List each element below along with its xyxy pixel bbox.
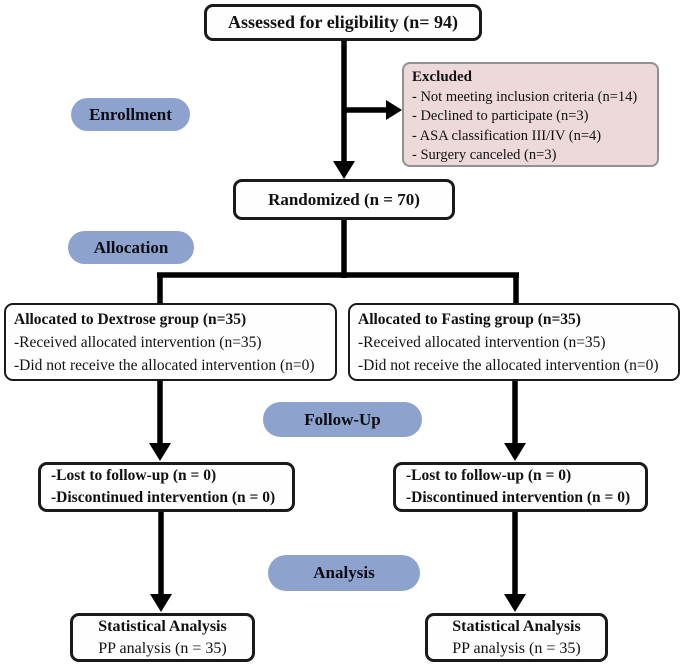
arrowhead-down-icon xyxy=(150,594,172,612)
analysis-left-subtitle: PP analysis (n = 35) xyxy=(98,639,227,657)
allocation-fasting-box: Allocated to Fasting group (n=35) -Recei… xyxy=(348,303,680,381)
excluded-item: - Declined to participate (n=3) xyxy=(412,108,589,125)
analysis-right-subtitle: PP analysis (n = 35) xyxy=(452,639,581,657)
stage-pill-enrollment: Enrollment xyxy=(71,98,190,131)
followup-left-box: -Lost to follow-up (n = 0) -Discontinued… xyxy=(38,462,295,512)
followup-right-box: -Lost to follow-up (n = 0) -Discontinued… xyxy=(393,462,648,512)
stage-pill-allocation: Allocation xyxy=(68,231,194,264)
randomized-label: Randomized (n = 70) xyxy=(268,189,420,209)
followup-item: -Lost to follow-up (n = 0) xyxy=(51,466,217,484)
allocation-dextrose-box: Allocated to Dextrose group (n=35) -Rece… xyxy=(4,303,337,381)
arrowhead-down-icon xyxy=(149,443,171,461)
randomized-box: Randomized (n = 70) xyxy=(233,179,455,220)
followup-item: -Discontinued intervention (n = 0) xyxy=(51,489,276,506)
arrowhead-down-icon xyxy=(504,594,526,612)
allocation-dextrose-title: Allocated to Dextrose group (n=35) xyxy=(14,311,247,328)
followup-label: Follow-Up xyxy=(304,409,381,429)
arrowhead-down-icon xyxy=(333,161,355,179)
enrollment-label: Enrollment xyxy=(89,104,172,124)
allocation-fasting-title: Allocated to Fasting group (n=35) xyxy=(358,311,581,328)
followup-item: -Lost to follow-up (n = 0) xyxy=(406,466,572,484)
excluded-title: Excluded xyxy=(412,69,473,85)
excluded-item: - ASA classification III/IV (n=4) xyxy=(412,127,602,144)
allocation-item: -Received allocated intervention (n=35) xyxy=(358,333,606,351)
analysis-label: Analysis xyxy=(313,563,375,582)
allocation-label: Allocation xyxy=(93,237,169,257)
assessed-eligibility-box: Assessed for eligibility (n= 94) xyxy=(204,4,482,41)
stage-pill-analysis: Analysis xyxy=(268,555,420,591)
allocation-item: -Did not receive the allocated intervent… xyxy=(358,356,659,374)
analysis-right-box: Statistical Analysis PP analysis (n = 35… xyxy=(425,613,608,662)
analysis-left-box: Statistical Analysis PP analysis (n = 35… xyxy=(70,613,255,662)
arrowhead-down-icon xyxy=(504,443,526,461)
excluded-item: - Surgery canceled (n=3) xyxy=(412,146,557,163)
assessed-eligibility-label: Assessed for eligibility (n= 94) xyxy=(228,12,458,32)
excluded-item: - Not meeting inclusion criteria (n=14) xyxy=(412,88,638,105)
allocation-item: -Did not receive the allocated intervent… xyxy=(14,356,315,374)
stage-pill-followup: Follow-Up xyxy=(263,402,422,437)
analysis-right-title: Statistical Analysis xyxy=(452,617,581,635)
excluded-box: Excluded - Not meeting inclusion criteri… xyxy=(402,62,659,167)
allocation-item: -Received allocated intervention (n=35) xyxy=(14,333,262,351)
followup-item: -Discontinued intervention (n = 0) xyxy=(406,489,631,506)
analysis-left-title: Statistical Analysis xyxy=(98,617,227,635)
arrowhead-right-icon xyxy=(386,100,402,120)
